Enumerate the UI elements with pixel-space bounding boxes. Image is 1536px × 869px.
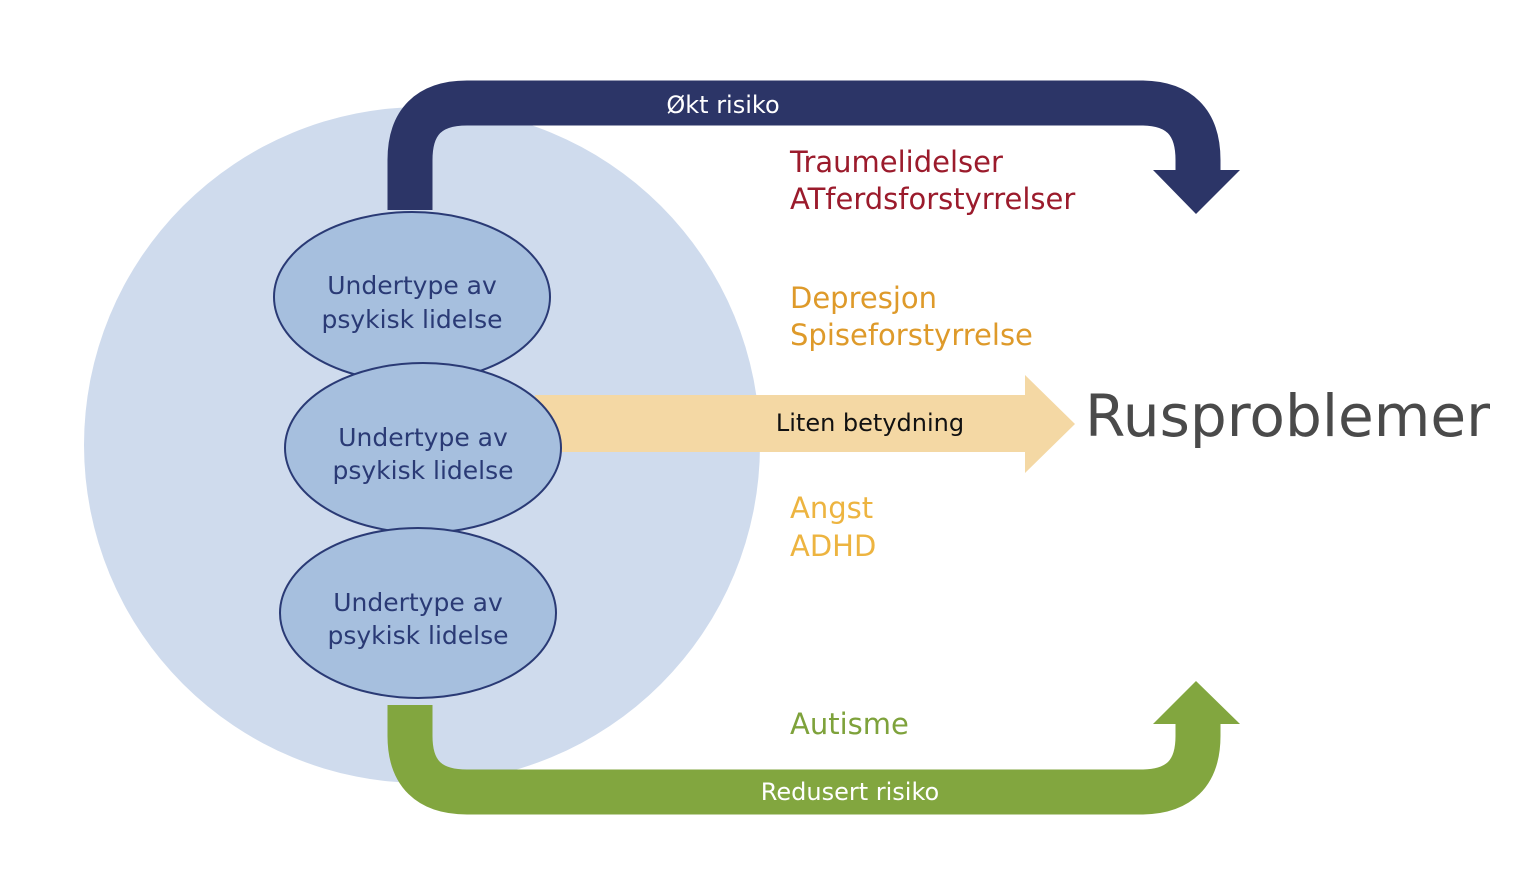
subtype-node-3: Undertype av psykisk lidelse [279,527,557,699]
category-traumelidelser: Traumelidelser [789,145,1003,179]
increased-risk-arrowhead [1153,170,1240,214]
subtype-label-2-line1: Undertype av [338,423,508,452]
subtype-node-1: Undertype av psykisk lidelse [273,211,551,383]
category-spiseforstyrrelse: Spiseforstyrrelse [790,318,1033,352]
subtype-node-2: Undertype av psykisk lidelse [284,362,562,534]
category-adhd: ADHD [790,529,876,563]
subtype-label-2-line2: psykisk lidelse [332,456,513,485]
category-depresjon: Depresjon [790,281,937,315]
increased-risk-arrow [387,80,1221,210]
category-autisme: Autisme [790,707,909,741]
decreased-risk-arrow [387,705,1221,815]
subtype-ellipse-3 [279,527,557,699]
category-atferdsforstyrrelser: ATferdsforstyrrelser [790,182,1075,216]
subtype-label-3-line2: psykisk lidelse [327,621,508,650]
subtype-label-1-line2: psykisk lidelse [321,305,502,334]
increased-risk-label: Økt risiko [666,91,779,119]
target-label: Rusproblemer [1085,382,1490,450]
subtype-label-3-line1: Undertype av [333,588,503,617]
neutral-arrow-label: Liten betydning [776,409,964,437]
category-angst: Angst [790,491,873,525]
decreased-risk-arrowhead [1153,681,1240,724]
subtype-label-1-line1: Undertype av [327,271,497,300]
neutral-arrow [535,375,1075,473]
decreased-risk-label: Redusert risiko [761,778,939,806]
